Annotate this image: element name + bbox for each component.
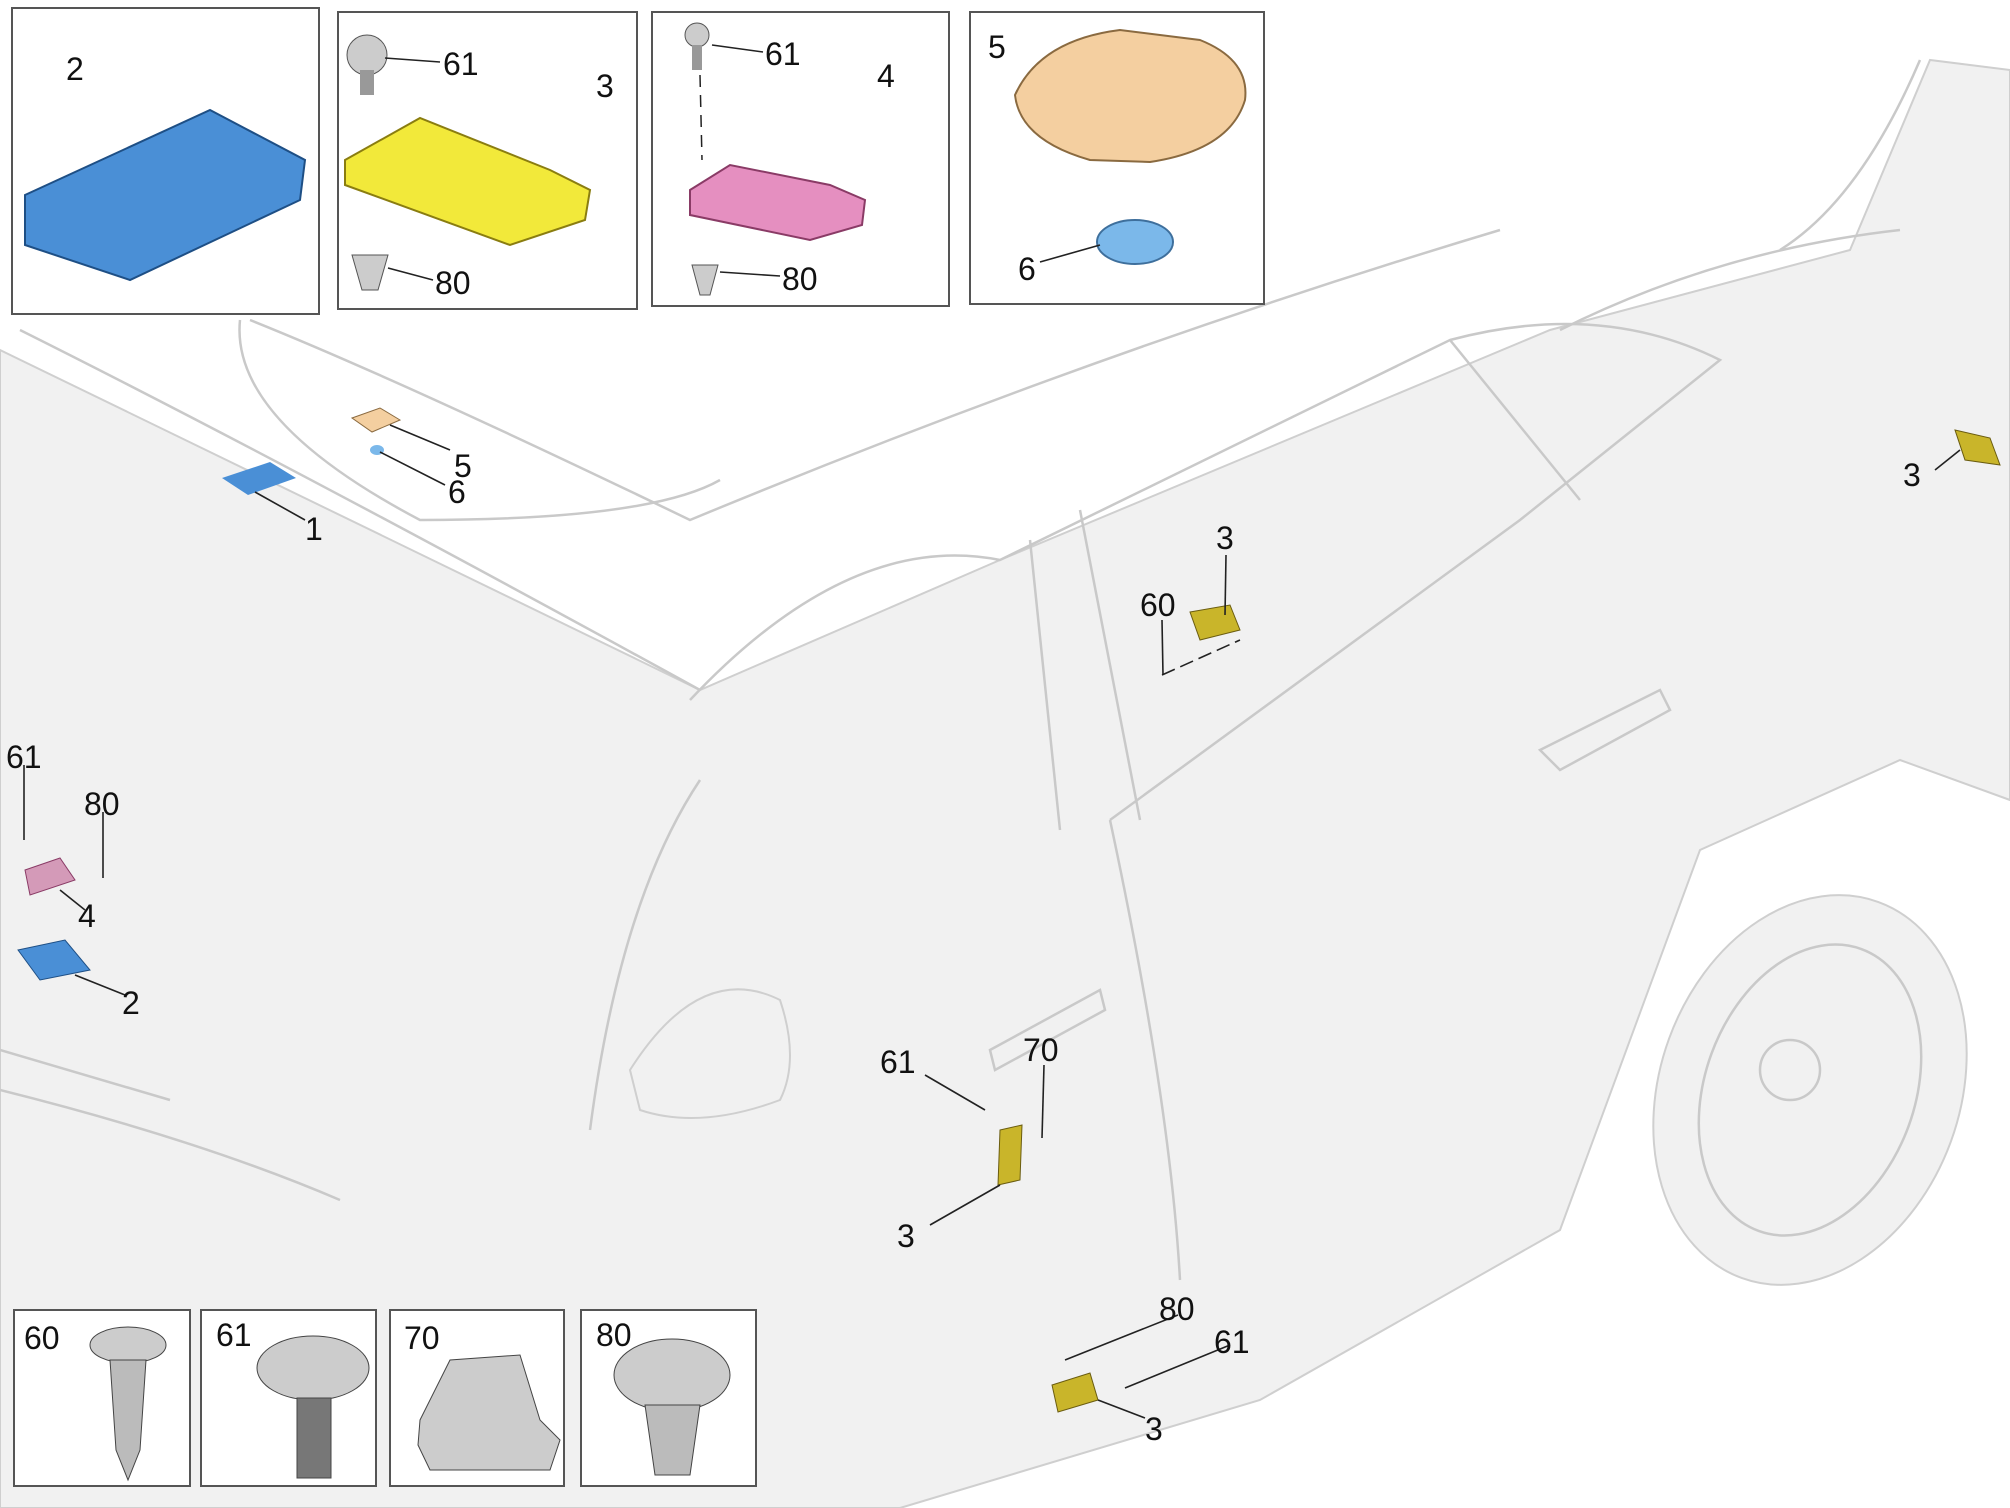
inset-label: 61 [765,36,801,72]
callout-3: 3 [897,1218,915,1254]
inset-nut-80: 80 [580,1309,757,1487]
inset-roof-antenna-5: 5 6 [969,11,1265,305]
inset-screw-60: 60 [13,1309,191,1487]
callout-1: 1 [305,511,323,547]
callouts: 5 6 1 3 60 3 61 80 4 2 61 70 3 80 61 3 [6,448,1921,1447]
inset-label: 61 [443,46,479,82]
callout-3: 3 [1216,520,1234,556]
callout-5: 5 [454,448,472,484]
inset-label: 2 [66,51,84,87]
leader-lines [23,424,1961,1419]
inset-label: 6 [1018,251,1036,287]
callout-4: 4 [78,898,96,934]
callout-70: 70 [1023,1032,1059,1068]
inset-label: 80 [596,1317,632,1353]
callout-80: 80 [1159,1291,1195,1327]
inset-module-2: 2 [11,7,320,315]
callout-61: 61 [880,1044,916,1080]
inset-label: 3 [596,68,614,104]
inset-label: 61 [216,1317,252,1353]
callout-2: 2 [122,985,140,1021]
callout-61: 61 [6,739,42,775]
callout-60: 60 [1140,587,1176,623]
inset-screw-61: 61 [200,1309,377,1487]
inset-label: 80 [435,265,471,301]
inset-label: 80 [782,261,818,297]
inset-label: 5 [988,29,1006,65]
inset-label: 70 [404,1320,440,1356]
parts-on-car [17,407,2001,1413]
callout-6: 6 [448,474,466,510]
inset-antenna-4: 61 4 80 [651,11,950,307]
inset-clip-70: 70 [389,1309,565,1487]
inset-antenna-3: 61 3 80 [337,11,638,310]
inset-label: 4 [877,58,895,94]
callout-3: 3 [1145,1411,1163,1447]
callout-61: 61 [1214,1324,1250,1360]
callout-3: 3 [1903,457,1921,493]
car-body [0,58,2010,1508]
callout-80: 80 [84,786,120,822]
inset-label: 60 [24,1320,60,1356]
